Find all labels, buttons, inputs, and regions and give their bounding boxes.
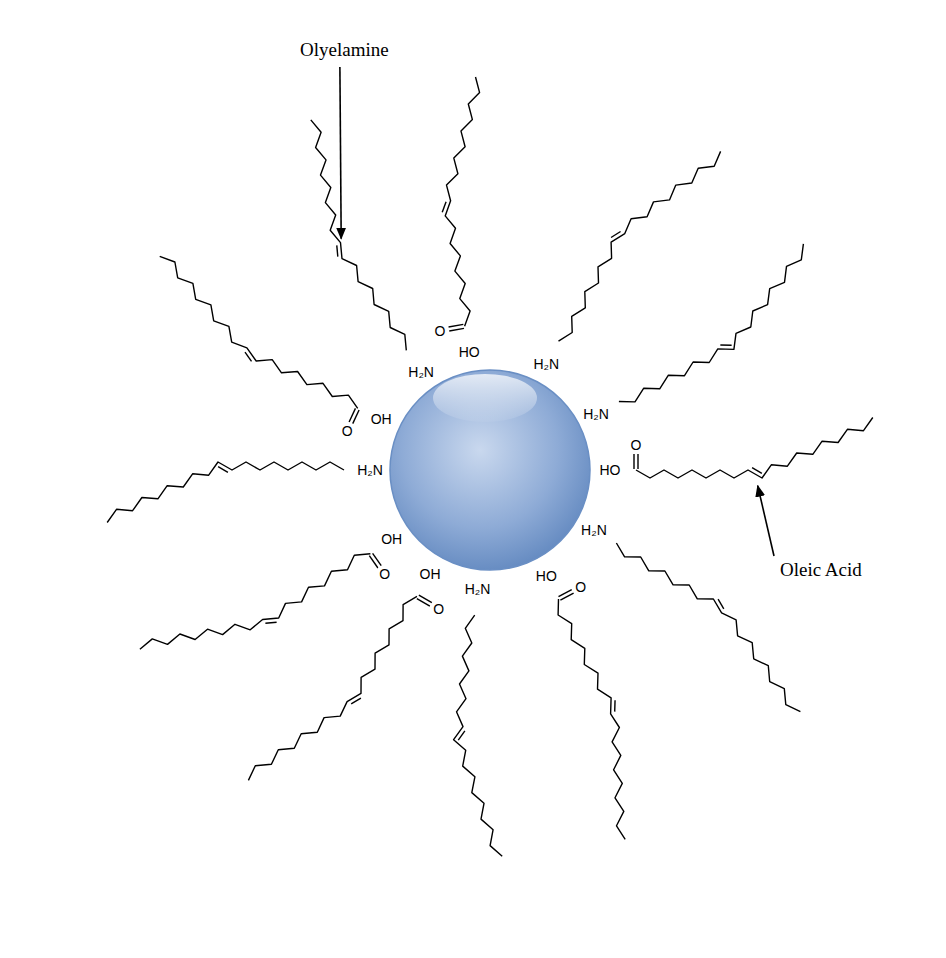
carbonyl-bond bbox=[449, 324, 464, 327]
leader-arrow bbox=[340, 67, 341, 239]
carbonyl-bond bbox=[633, 454, 634, 469]
hydrocarbon-chain bbox=[248, 596, 417, 780]
double-bond bbox=[245, 352, 252, 361]
hydrocarbon-chain bbox=[445, 77, 479, 326]
hydrocarbon-chain bbox=[619, 244, 804, 402]
double-bond bbox=[752, 468, 762, 474]
hydrocarbon-chain bbox=[454, 615, 503, 856]
hydrocarbon-chain bbox=[616, 543, 800, 712]
carbonyl-bond bbox=[419, 595, 432, 603]
carbonyl-oxygen: O bbox=[574, 580, 587, 594]
double-bond bbox=[458, 731, 465, 740]
hydroxyl-group: OH bbox=[370, 412, 393, 426]
hydroxyl-group: HO bbox=[535, 569, 558, 583]
double-bond bbox=[351, 698, 361, 704]
ligand-chains bbox=[107, 67, 873, 856]
hydroxyl-group: OH bbox=[380, 532, 403, 546]
double-bond bbox=[720, 344, 731, 346]
hydrocarbon-chain bbox=[311, 120, 407, 351]
hydrocarbon-chain bbox=[160, 256, 358, 408]
amine-group: H₂N bbox=[407, 365, 435, 379]
nanoparticle-core bbox=[390, 370, 590, 570]
carbonyl-bond bbox=[353, 410, 359, 424]
double-bond bbox=[337, 245, 338, 256]
double-bond bbox=[218, 467, 228, 473]
carbonyl-oxygen: O bbox=[378, 567, 391, 581]
double-bond bbox=[614, 700, 616, 711]
hydroxyl-group: HO bbox=[599, 463, 622, 477]
carbonyl-bond bbox=[637, 454, 638, 469]
hydrocarbon-chain bbox=[559, 151, 721, 341]
carbonyl-oxygen: O bbox=[341, 424, 354, 438]
hydroxyl-group: HO bbox=[458, 345, 481, 359]
leader-arrow bbox=[758, 486, 774, 556]
oleylamine-callout: Olyelamine bbox=[300, 40, 389, 61]
carbonyl-oxygen: O bbox=[630, 438, 643, 452]
hydroxyl-group: OH bbox=[419, 567, 442, 581]
hydrocarbon-chain bbox=[636, 418, 873, 479]
oleic-acid-callout: Oleic Acid bbox=[780, 560, 862, 581]
amine-group: H₂N bbox=[580, 523, 608, 537]
double-bond bbox=[718, 599, 724, 609]
double-bond bbox=[265, 622, 276, 623]
double-bond bbox=[611, 232, 621, 238]
amine-group: H₂N bbox=[582, 407, 610, 421]
amine-group: H₂N bbox=[356, 463, 384, 477]
carbonyl-oxygen: O bbox=[434, 324, 447, 338]
double-bond bbox=[442, 202, 446, 213]
hydrocarbon-chain bbox=[140, 554, 371, 650]
carbonyl-bond bbox=[558, 590, 571, 597]
carbonyl-bond bbox=[373, 553, 382, 565]
carbonyl-bond bbox=[449, 328, 464, 331]
hydrocarbon-chain bbox=[558, 599, 625, 839]
amine-group: H₂N bbox=[533, 357, 561, 371]
core-highlight bbox=[433, 374, 537, 422]
carbonyl-oxygen: O bbox=[432, 602, 445, 616]
amine-group: H₂N bbox=[464, 582, 492, 596]
hydrocarbon-chain bbox=[107, 462, 344, 523]
carbonyl-bond bbox=[369, 556, 378, 568]
